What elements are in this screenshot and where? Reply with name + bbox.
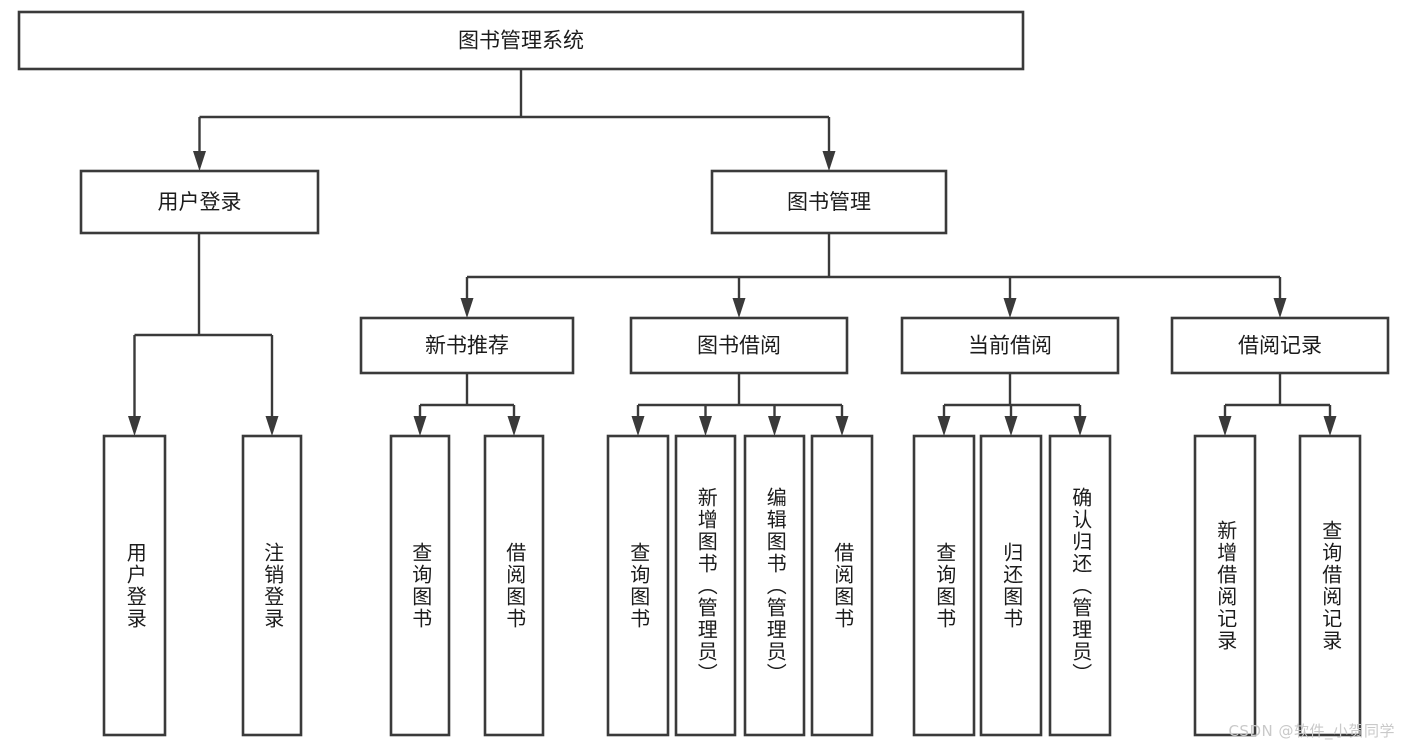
node-leaf-add-record[interactable] bbox=[1193, 434, 1257, 737]
arrow-head-icon bbox=[1273, 298, 1287, 318]
node-leaf-edit-book[interactable] bbox=[743, 434, 806, 737]
node-leaf-query-book-3[interactable] bbox=[912, 434, 976, 737]
node-leaf-query-record[interactable] bbox=[1298, 434, 1362, 737]
arrow-head-icon bbox=[460, 298, 474, 318]
node-current-borrow[interactable]: 当前借阅 bbox=[900, 316, 1120, 375]
node-box-new-book-recommend[interactable] bbox=[359, 316, 575, 375]
node-box-leaf-query-book-3[interactable] bbox=[912, 434, 976, 737]
node-leaf-query-book-2[interactable] bbox=[606, 434, 670, 737]
arrow-head-icon bbox=[128, 416, 141, 436]
arrow-head-icon bbox=[1003, 298, 1017, 318]
node-leaf-borrow-book-2[interactable] bbox=[810, 434, 874, 737]
node-box-leaf-confirm-return[interactable] bbox=[1048, 434, 1112, 737]
node-label-borrow-record: 借阅记录 bbox=[1238, 334, 1322, 358]
arrow-head-icon bbox=[1218, 416, 1232, 436]
arrow-head-icon bbox=[699, 416, 712, 436]
arrow-head-icon bbox=[835, 416, 849, 436]
node-box-leaf-query-book-2[interactable] bbox=[606, 434, 670, 737]
node-label-book-manage: 图书管理 bbox=[787, 190, 871, 214]
node-box-leaf-user-login[interactable] bbox=[102, 434, 167, 737]
node-leaf-confirm-return[interactable] bbox=[1048, 434, 1112, 737]
node-box-current-borrow[interactable] bbox=[900, 316, 1120, 375]
arrow-head-icon bbox=[193, 151, 206, 171]
node-label-user-login: 用户登录 bbox=[158, 190, 242, 214]
node-box-leaf-logout[interactable] bbox=[241, 434, 303, 737]
node-label-book-borrow: 图书借阅 bbox=[697, 334, 781, 358]
connector-group-current-borrow bbox=[937, 373, 1087, 436]
connector-group-user-login bbox=[128, 233, 279, 436]
node-box-leaf-borrow-book-2[interactable] bbox=[810, 434, 874, 737]
node-label-root: 图书管理系统 bbox=[458, 29, 584, 53]
arrow-head-icon bbox=[822, 151, 836, 171]
node-box-book-manage[interactable] bbox=[710, 169, 948, 235]
node-label-new-book-recommend: 新书推荐 bbox=[425, 334, 509, 358]
arrow-head-icon bbox=[1004, 416, 1018, 436]
node-box-leaf-return-book[interactable] bbox=[979, 434, 1043, 737]
connector-group-borrow-record bbox=[1218, 373, 1337, 436]
node-leaf-borrow-book-1[interactable] bbox=[483, 434, 545, 737]
arrow-head-icon bbox=[937, 416, 951, 436]
node-book-manage[interactable]: 图书管理 bbox=[710, 169, 948, 235]
node-box-user-login[interactable] bbox=[79, 169, 320, 235]
node-user-login[interactable]: 用户登录 bbox=[79, 169, 320, 235]
node-book-borrow[interactable]: 图书借阅 bbox=[629, 316, 849, 375]
node-box-leaf-query-book-1[interactable] bbox=[389, 434, 451, 737]
arrow-head-icon bbox=[631, 416, 645, 436]
node-leaf-return-book[interactable] bbox=[979, 434, 1043, 737]
node-leaf-add-book[interactable] bbox=[674, 434, 737, 737]
node-root[interactable]: 图书管理系统 bbox=[17, 10, 1025, 71]
node-box-leaf-query-record[interactable] bbox=[1298, 434, 1362, 737]
arrow-head-icon bbox=[265, 416, 279, 436]
node-new-book-recommend[interactable]: 新书推荐 bbox=[359, 316, 575, 375]
connector-group-book-borrow bbox=[631, 373, 849, 436]
arrow-head-icon bbox=[1323, 416, 1337, 436]
connector-group-root bbox=[193, 69, 836, 171]
watermark-text: CSDN @软件_小贺同学 bbox=[1228, 722, 1395, 740]
connector-group-book-manage bbox=[460, 233, 1287, 318]
node-leaf-query-book-1[interactable] bbox=[389, 434, 451, 737]
node-borrow-record[interactable]: 借阅记录 bbox=[1170, 316, 1390, 375]
node-box-leaf-borrow-book-1[interactable] bbox=[483, 434, 545, 737]
node-leaf-logout[interactable] bbox=[241, 434, 303, 737]
arrow-head-icon bbox=[732, 298, 746, 318]
node-box-book-borrow[interactable] bbox=[629, 316, 849, 375]
node-label-current-borrow: 当前借阅 bbox=[968, 334, 1052, 358]
node-box-leaf-add-book[interactable] bbox=[674, 434, 737, 737]
node-leaf-user-login[interactable] bbox=[102, 434, 167, 737]
arrow-head-icon bbox=[507, 416, 521, 436]
node-box-root[interactable] bbox=[17, 10, 1025, 71]
node-box-leaf-edit-book[interactable] bbox=[743, 434, 806, 737]
connector-group-new-book-recommend bbox=[413, 373, 521, 436]
arrow-head-icon bbox=[1073, 416, 1087, 436]
arrow-head-icon bbox=[413, 416, 427, 436]
node-box-leaf-add-record[interactable] bbox=[1193, 434, 1257, 737]
node-box-borrow-record[interactable] bbox=[1170, 316, 1390, 375]
arrow-head-icon bbox=[768, 416, 781, 436]
